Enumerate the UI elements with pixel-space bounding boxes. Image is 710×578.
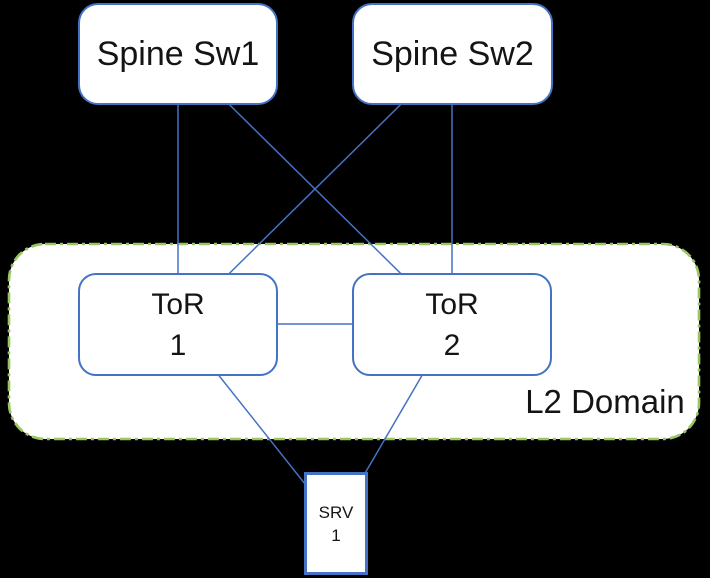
node-srv1: SRV 1: [304, 472, 368, 575]
node-srv1-label-line1: SRV: [318, 502, 354, 522]
node-spine-sw2-label: Spine Sw2: [371, 34, 534, 73]
node-tor2-label-line2: 2: [443, 328, 461, 362]
l2-domain-label: L2 Domain: [525, 383, 685, 420]
node-tor2: ToR 2: [352, 273, 552, 376]
node-spine-sw1-label: Spine Sw1: [96, 34, 260, 73]
node-tor1-label-line1: ToR: [151, 287, 205, 321]
node-srv1-label-line2: 1: [331, 525, 341, 545]
node-tor1-label-line2: 1: [169, 328, 187, 362]
node-spine-sw2: Spine Sw2: [352, 3, 553, 105]
node-tor2-label-line1: ToR: [425, 287, 479, 321]
node-tor1: ToR 1: [78, 273, 278, 376]
node-spine-sw1: Spine Sw1: [78, 3, 278, 105]
